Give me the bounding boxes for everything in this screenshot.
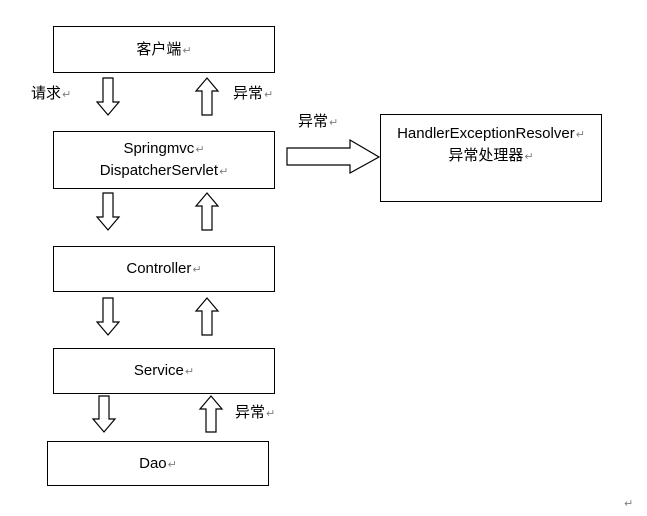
arrow-dispatcher-to-client [194, 77, 220, 116]
box-service[interactable]: Service↵ [53, 348, 275, 394]
box-client-line-1: 客户端↵ [136, 39, 192, 58]
pilcrow-mark: ↵ [329, 116, 339, 129]
arrow-service-to-controller [194, 297, 220, 336]
box-client[interactable]: 客户端↵ [53, 26, 275, 73]
box-handler-exception-resolver[interactable]: HandlerExceptionResolver↵ 异常处理器↵ [380, 114, 602, 202]
box-springmvc-dispatcherservlet[interactable]: Springmvc↵ DispatcherServlet↵ [53, 131, 275, 189]
pilcrow-mark: ↵ [192, 263, 202, 277]
box-resolver-line-2: 异常处理器↵ [448, 145, 534, 164]
pilcrow-mark: ↵ [219, 165, 229, 178]
pilcrow-mark: ↵ [264, 88, 274, 101]
arrow-controller-to-service [95, 297, 121, 336]
box-controller[interactable]: Controller↵ [53, 246, 275, 292]
arrow-service-to-dao [91, 395, 117, 433]
box-resolver-line-1: HandlerExceptionResolver↵ [397, 125, 585, 142]
arrow-controller-to-dispatcher [194, 192, 220, 231]
pilcrow-mark: ↵ [62, 88, 72, 101]
arrow-dispatcher-to-resolver [286, 138, 381, 175]
arrow-dispatcher-to-controller [95, 192, 121, 231]
pilcrow-mark: ↵ [167, 457, 177, 471]
label-request: 请求↵ [31, 84, 72, 102]
pilcrow-mark: ↵ [184, 365, 195, 379]
document-end-pilcrow: ↵ [624, 497, 634, 510]
box-springmvc-line-1: Springmvc↵ [123, 140, 205, 158]
box-dao[interactable]: Dao↵ [47, 441, 269, 486]
pilcrow-mark: ↵ [266, 407, 276, 420]
label-exception-dao: 异常↵ [235, 403, 276, 421]
pilcrow-mark: ↵ [195, 143, 205, 157]
label-exception-top: 异常↵ [233, 84, 274, 102]
pilcrow-mark: ↵ [524, 149, 534, 163]
label-exception-resolver: 异常↵ [298, 112, 339, 130]
box-controller-line-1: Controller↵ [126, 260, 202, 278]
box-dao-line-1: Dao↵ [139, 454, 177, 472]
pilcrow-mark: ↵ [575, 128, 585, 141]
pilcrow-mark: ↵ [182, 43, 192, 57]
arrow-client-to-dispatcher [95, 77, 121, 116]
box-service-line-1: Service↵ [133, 362, 195, 380]
box-springmvc-line-2: DispatcherServlet↵ [99, 162, 229, 179]
arrow-dao-to-service [198, 395, 224, 433]
